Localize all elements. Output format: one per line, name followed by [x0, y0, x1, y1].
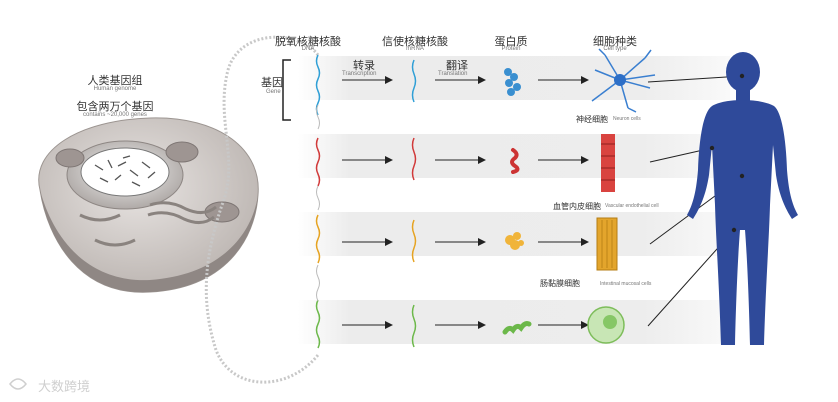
gene-bracket	[283, 60, 291, 120]
gene-label: 基因	[261, 74, 283, 90]
cell-illustration	[39, 118, 259, 292]
human-body	[687, 52, 798, 345]
header-dna-en: DNA	[258, 46, 358, 52]
contains-subtitle: contains ~20,000 genes	[60, 112, 170, 118]
cell-label-intestinal: 肠黏膜细胞	[540, 278, 580, 289]
gene-label-en: Gene	[266, 89, 281, 95]
row-neuron	[342, 49, 742, 112]
header-protein-en: Protein	[476, 46, 546, 52]
row-endothelial	[342, 134, 712, 192]
row-fourth	[342, 230, 734, 347]
dna-strand	[317, 55, 320, 348]
translation-label-en: Translation	[438, 71, 467, 77]
cell-label-endothelial: 血管内皮细胞	[553, 201, 601, 212]
row-intestinal	[342, 176, 742, 270]
transcription-label-en: Transcription	[342, 71, 376, 77]
cell-label-neuron-en: Neuron cells	[613, 116, 641, 122]
header-mrna-en: mRNA	[365, 46, 465, 52]
cell-label-endothelial-en: Vascular endothelial cell	[605, 203, 659, 209]
header-celltype-en: Cell type	[575, 46, 655, 52]
watermark-logo	[10, 379, 26, 389]
watermark-text: 大数跨境	[38, 376, 90, 395]
genome-subtitle: Human genome	[60, 86, 170, 92]
cell-label-intestinal-en: Intestinal mucosal cells	[600, 281, 651, 287]
cell-label-neuron: 神经细胞	[576, 114, 608, 125]
